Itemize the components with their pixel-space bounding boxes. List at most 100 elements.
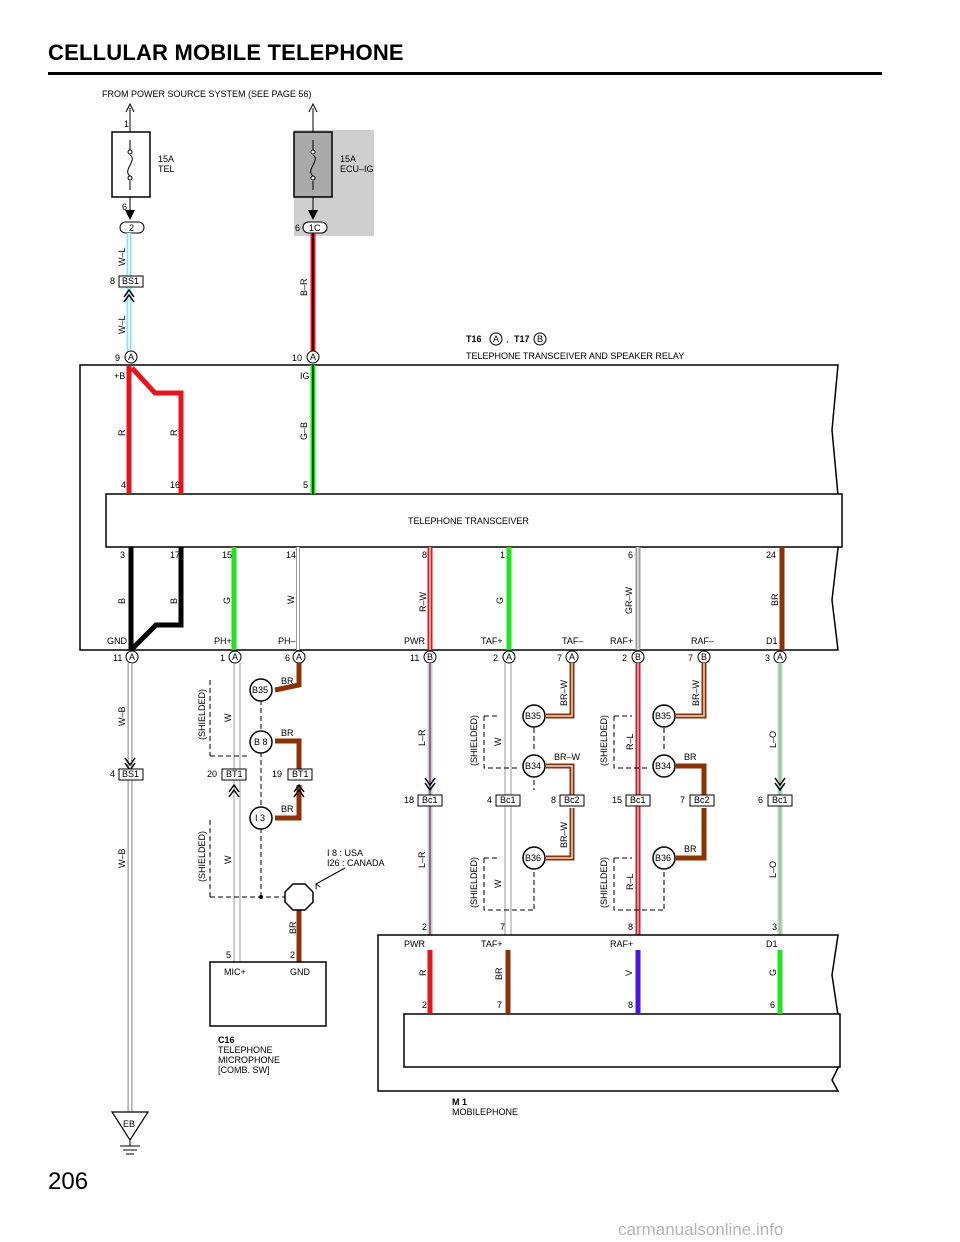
pin-label: 10 (292, 353, 302, 363)
connector-a-badge (489, 332, 503, 346)
connector-label: A (129, 652, 135, 662)
wire-label: W (286, 595, 296, 604)
fuse-tel (111, 102, 151, 220)
splice-label: B35 (252, 685, 268, 695)
wire-label: BR (494, 967, 504, 980)
connector-arrows (424, 777, 436, 792)
transceiver-box (105, 493, 843, 548)
pin-label: 2 (290, 950, 295, 960)
pin-name: +B (114, 371, 125, 381)
connector-label: BT1 (292, 769, 309, 779)
pin-name: PH+ (214, 636, 232, 646)
connector-label: A (493, 334, 499, 344)
shielded-label: (SHIELDED) (197, 831, 207, 882)
wire-microphone-shield (209, 663, 290, 962)
wire-label: R–L (625, 733, 635, 750)
wire-label: BR (684, 844, 697, 854)
pin-name: D1 (766, 939, 778, 949)
wire-br-mic3 (275, 785, 302, 821)
pin-label: 7 (497, 1000, 502, 1010)
wire-label: BR (281, 676, 294, 686)
fuse-tel-name: TEL (158, 164, 175, 174)
pin-label: 14 (286, 550, 296, 560)
microphone-box (209, 961, 327, 1027)
connector-arrows (228, 783, 240, 798)
connector-label: A (310, 352, 316, 362)
wire-label: BR–W (559, 679, 569, 706)
splice-label: I 3 (255, 813, 265, 823)
pin-label: 24 (766, 550, 776, 560)
splice-label: B34 (525, 761, 541, 771)
connector-label: 2 (129, 223, 134, 233)
ground-symbol (110, 1111, 150, 1142)
connector-bc2 (559, 794, 585, 807)
pin-name: PWR (404, 939, 425, 949)
pin-label: 5 (303, 480, 308, 490)
pin-name: GND (107, 636, 128, 646)
wire-label: BR (281, 728, 294, 738)
connector-label: Bc1 (422, 795, 438, 805)
wire-label: R (117, 429, 127, 436)
connector-label: B (701, 652, 707, 662)
wire-label: W (223, 855, 233, 864)
pin-label: 15 (222, 550, 232, 560)
c16-label: C16 (218, 1035, 235, 1045)
connector-arrows (774, 777, 786, 792)
wire-label: BR (770, 593, 780, 606)
wire-label: L–R (417, 729, 427, 746)
connector-bc1 (417, 794, 443, 807)
wire-label: BR–W (559, 821, 569, 848)
pin-label: 3 (120, 550, 125, 560)
connector-bc1 (495, 794, 521, 807)
m1-label: M 1 (452, 1097, 467, 1107)
connector-label: A (506, 652, 512, 662)
mobilephone-inner (403, 1013, 841, 1068)
pin-label: 3 (772, 922, 777, 932)
wire-label: W–L (117, 247, 127, 266)
wire-label: BR (684, 752, 697, 762)
wire-label: W–B (117, 848, 127, 868)
wire-label: R (169, 429, 179, 436)
splice-i3 (249, 806, 273, 830)
fuse-ecu-ig (293, 102, 333, 220)
wire-label: G (768, 969, 778, 976)
pin-label: 15 (612, 795, 622, 805)
connector-bt1 (221, 768, 247, 781)
connector-bc1 (625, 794, 651, 807)
splice-b8 (249, 730, 273, 754)
splice-b34 (522, 754, 546, 778)
connector-label: A (232, 652, 238, 662)
pin-name: TAF+ (481, 939, 503, 949)
from-power-label: FROM POWER SOURCE SYSTEM (SEE PAGE 56) (102, 89, 311, 99)
wire-label: R (418, 969, 428, 976)
fuse-ecu-name: ECU–IG (340, 164, 374, 174)
pin-label: 11 (410, 653, 419, 663)
connector-bc2 (689, 794, 715, 807)
wire-label: L–O (768, 861, 778, 878)
wire-label: L–O (768, 731, 778, 748)
c16-name: [COMB. SW] (218, 1065, 270, 1075)
wire-label: W (493, 737, 503, 746)
connector-label: A (569, 652, 575, 662)
ground-icon (120, 1140, 140, 1155)
connector-b-badge (533, 332, 547, 346)
connector-bc1 (767, 794, 793, 807)
i8-label: I 8 : USA (327, 848, 363, 858)
shielded-label: (SHIELDED) (599, 715, 609, 766)
wire-label: G (222, 597, 232, 604)
transceiver-label: TELEPHONE TRANSCEIVER (408, 516, 529, 526)
splice-label: B36 (525, 853, 541, 863)
connector-2 (119, 221, 145, 234)
pin-label: 2 (422, 1000, 427, 1010)
connector-label: 1C (309, 223, 321, 233)
watermark: carmanualsonline.info (618, 1220, 784, 1239)
pin-label: 8 (551, 795, 556, 805)
pin-label: 9 (115, 353, 120, 363)
pin-label: 4 (121, 480, 126, 490)
pin-label: 4 (110, 769, 115, 779)
pin-label: 11 (113, 653, 122, 663)
pin-label: 20 (207, 769, 217, 779)
mobilephone-box (377, 934, 840, 1092)
pin-label: 6 (628, 550, 633, 560)
connector-arrows (293, 783, 305, 798)
